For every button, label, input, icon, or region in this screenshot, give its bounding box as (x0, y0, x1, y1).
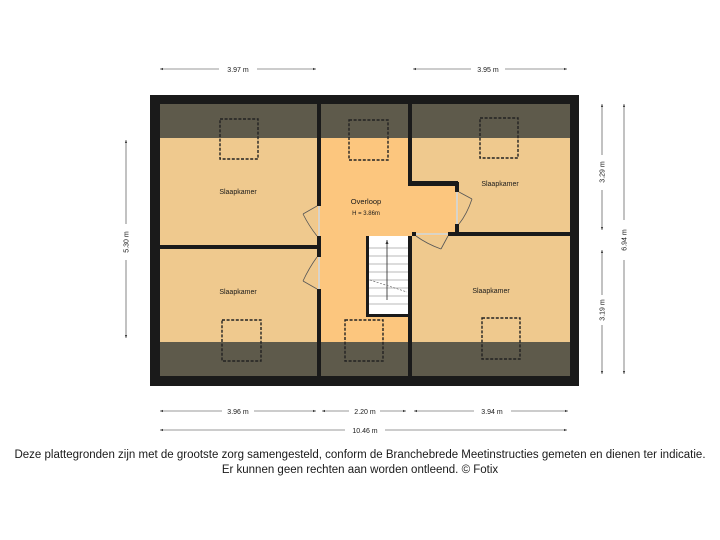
skylight-3 (479, 117, 519, 159)
dim-bottom-left: 3.96 m (227, 409, 249, 416)
door-top-left (302, 205, 318, 237)
skylight-1 (219, 118, 259, 160)
wall-stair-bottom (366, 314, 408, 317)
room-label-bedroom-top-right: Slaapkamer (481, 181, 519, 188)
room-label-bedroom-bottom-right: Slaapkamer (472, 288, 510, 295)
wall-right-vertical-low (408, 236, 412, 376)
door-bottom-right (415, 235, 449, 250)
disclaimer-line-1: Deze plattegronden zijn met de grootste … (14, 449, 706, 461)
dim-bottom-right: 3.94 m (481, 409, 503, 416)
dimension-lines (124, 67, 626, 432)
wall-stair-left (366, 236, 369, 316)
room-label-bedroom-top-left: Slaapkamer (219, 189, 257, 196)
skylight-5 (344, 319, 384, 362)
door-top-right (458, 191, 473, 225)
skylight-4 (221, 319, 262, 362)
room-label-landing: Overloop (351, 197, 381, 206)
wall-left-vertical (317, 104, 321, 376)
dim-top-right: 3.95 m (477, 67, 499, 74)
dim-top-left: 3.97 m (227, 67, 249, 74)
wall-right-vertical (408, 104, 412, 186)
low-ceiling-top (160, 104, 570, 138)
dim-bottom-middle: 2.20 m (354, 409, 376, 416)
skylight-6 (481, 317, 521, 360)
door-bottom-left (302, 256, 318, 290)
room-label-bedroom-bottom-left: Slaapkamer (219, 289, 257, 296)
staircase (369, 236, 408, 314)
wall-right-horizontal (412, 232, 570, 236)
disclaimer-line-2: Er kunnen geen rechten aan worden ontlee… (221, 464, 499, 476)
dim-left-height: 5.30 m (124, 231, 131, 253)
room-label-landing-height: H = 3.86m (352, 211, 380, 217)
wall-left-horizontal (160, 245, 317, 249)
dim-right-upper: 3.29 m (600, 161, 607, 183)
wall-right-step (408, 182, 458, 186)
skylight-2 (348, 119, 389, 161)
floor-plan: Slaapkamer Slaapkamer Overloop H = 3.86m… (124, 67, 629, 435)
dim-right-total: 6.94 m (622, 229, 629, 251)
room-landing-ext (408, 185, 458, 236)
dim-bottom-total: 10.46 m (352, 428, 377, 435)
dim-right-lower: 3.19 m (600, 299, 607, 321)
